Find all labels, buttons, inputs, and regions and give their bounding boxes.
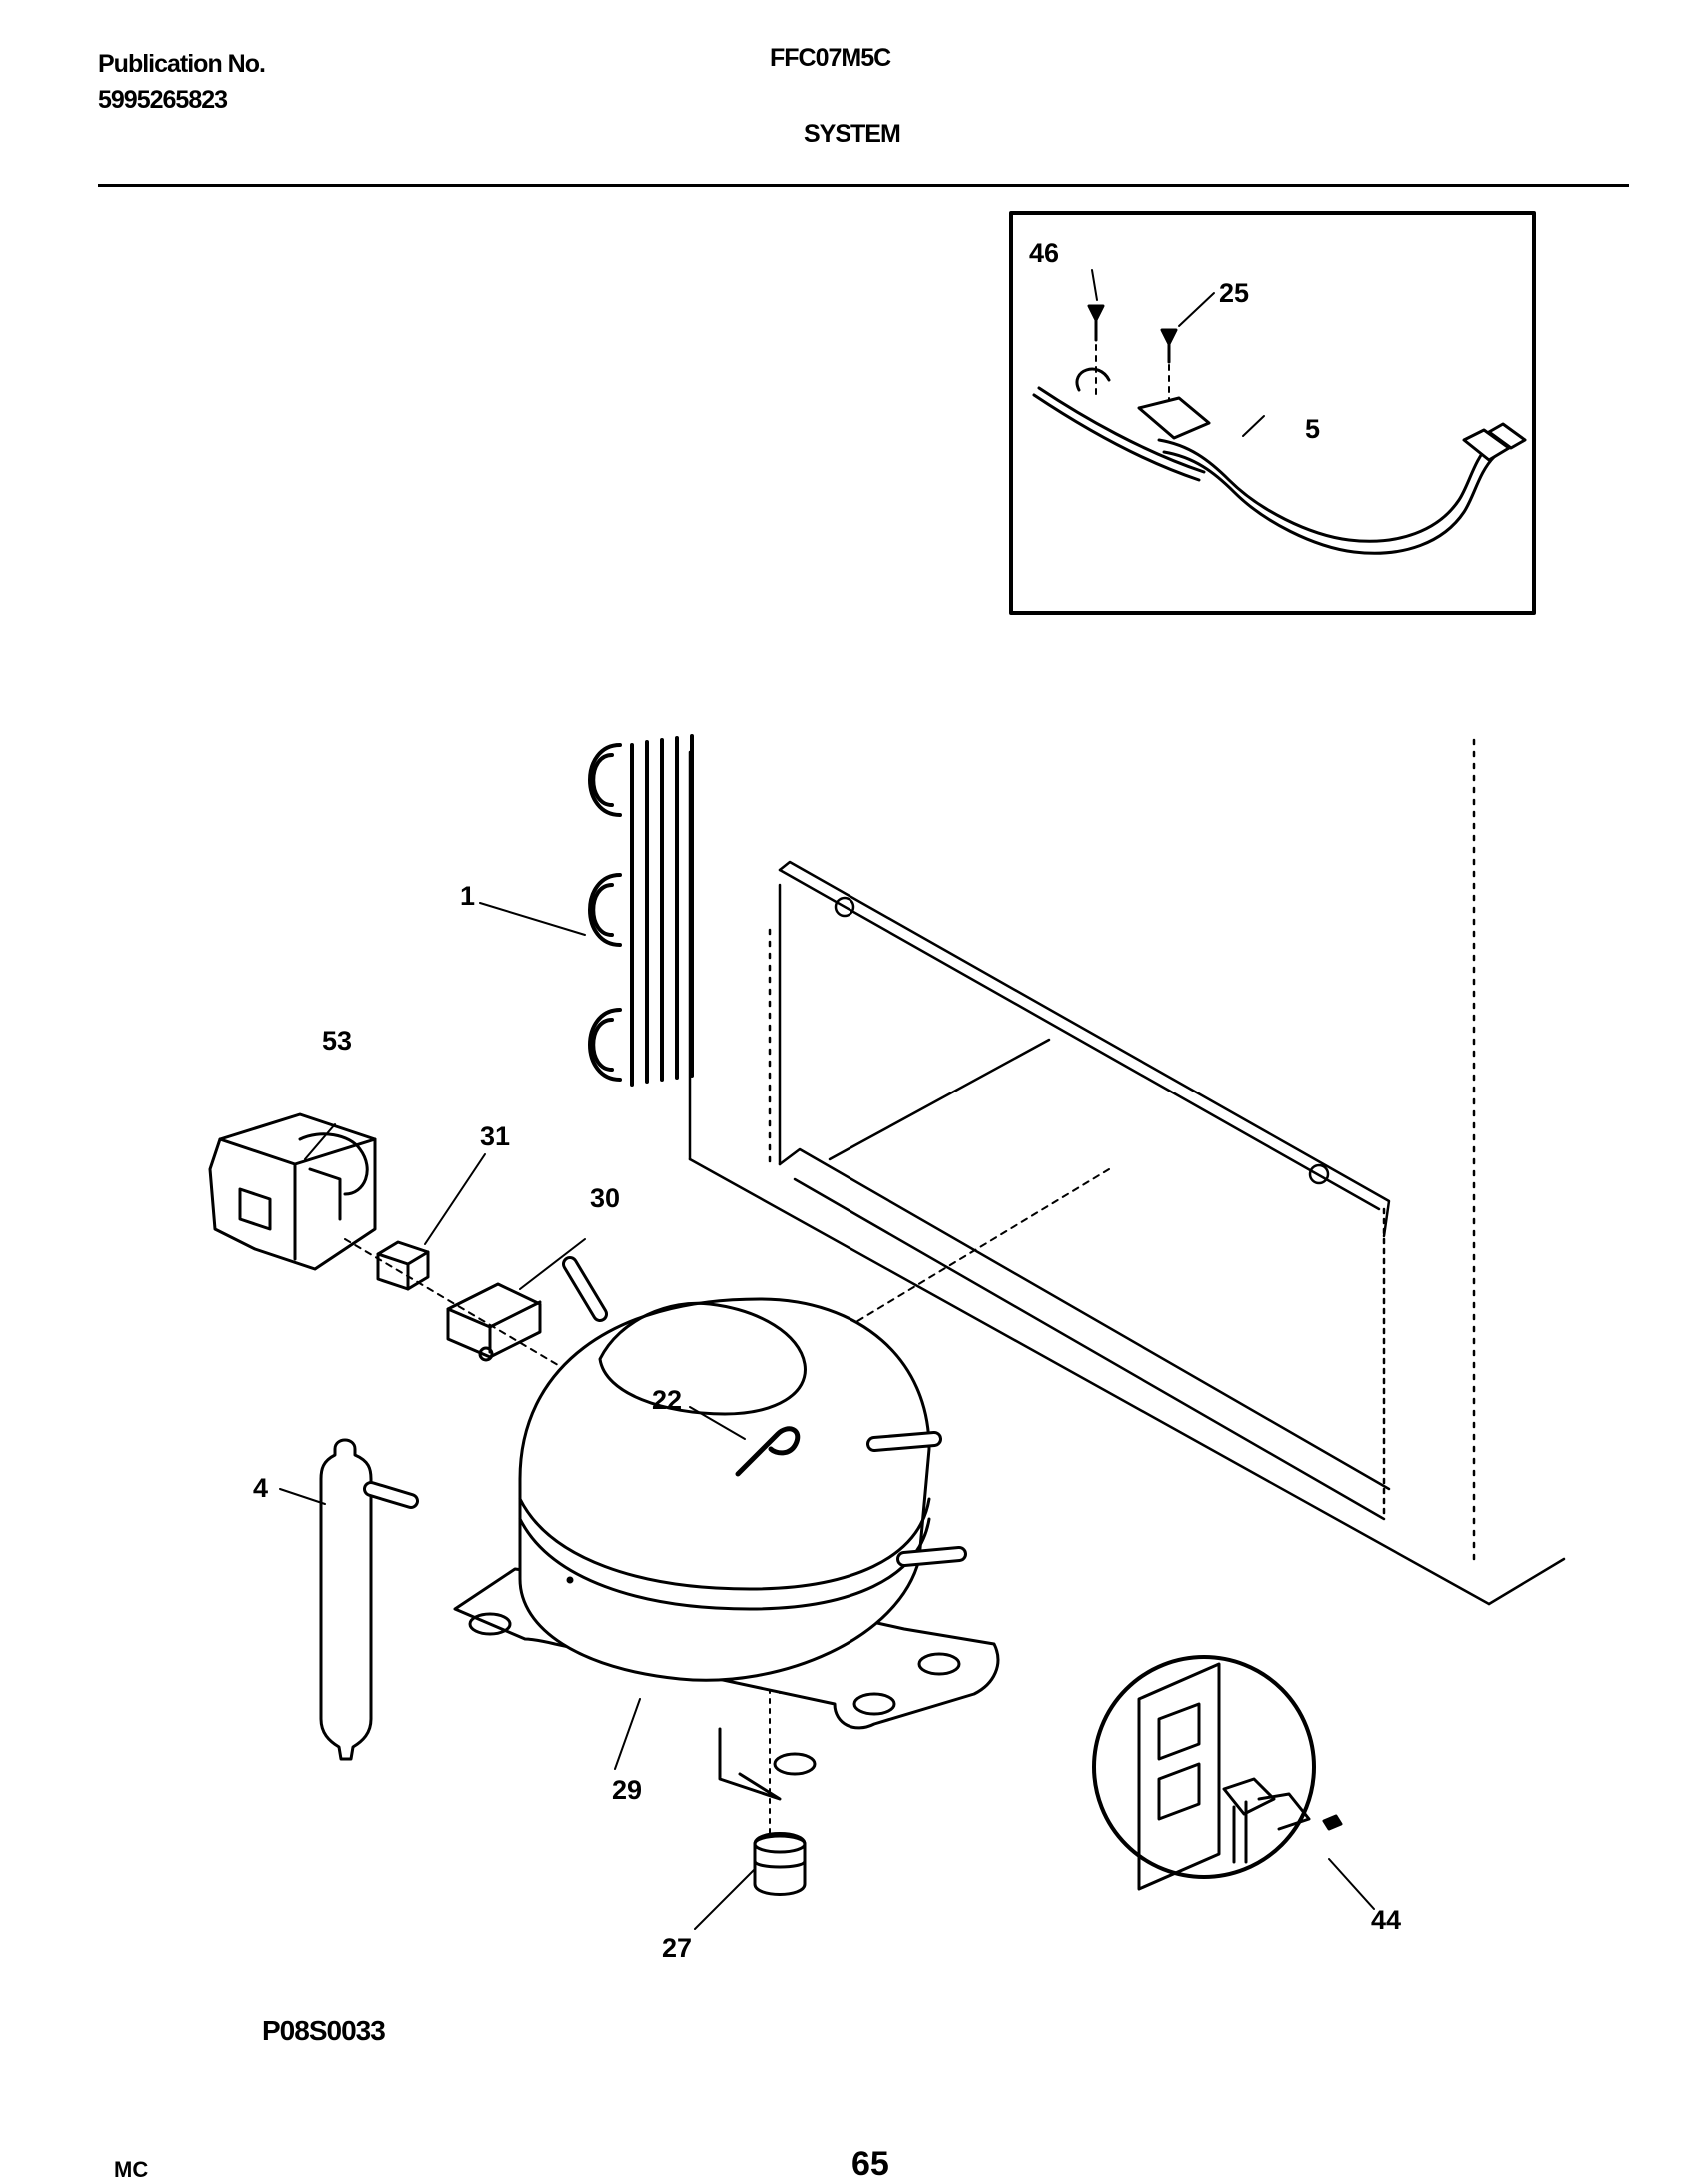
callout-1: 1 bbox=[460, 881, 475, 911]
relay-overload-53 bbox=[208, 1112, 377, 1271]
publication-label: Publication No. bbox=[98, 50, 266, 78]
page-number: 65 bbox=[851, 2145, 889, 2183]
callout-27: 27 bbox=[662, 1933, 692, 1963]
relay-30 bbox=[446, 1282, 542, 1362]
callout-31: 31 bbox=[480, 1121, 510, 1151]
figure-code: P08S0033 bbox=[262, 2015, 386, 2046]
callout-29: 29 bbox=[612, 1775, 642, 1805]
callout-30: 30 bbox=[590, 1183, 620, 1213]
inset-power-cord-detail bbox=[1009, 211, 1536, 615]
section-title: SYSTEM bbox=[804, 120, 901, 148]
callout-5: 5 bbox=[1305, 414, 1320, 444]
publication-number: 5995265823 bbox=[98, 86, 228, 114]
condenser-coil bbox=[588, 734, 694, 1087]
callout-22: 22 bbox=[652, 1385, 682, 1415]
wall-outlet-detail-44 bbox=[1092, 1655, 1343, 1891]
hairpin-clip-22 bbox=[735, 1426, 801, 1477]
footer-left-text: MC bbox=[114, 2157, 149, 2182]
callout-25: 25 bbox=[1219, 278, 1249, 308]
screw-46-icon bbox=[1087, 304, 1105, 342]
power-cord bbox=[1032, 367, 1527, 555]
compressor-29 bbox=[453, 1256, 1000, 1801]
callout-46: 46 bbox=[1029, 238, 1059, 268]
freezer-cabinet-outline bbox=[688, 738, 1566, 1606]
grommet-27 bbox=[753, 1832, 807, 1896]
callout-4: 4 bbox=[253, 1473, 268, 1503]
model-number: FFC07M5C bbox=[770, 44, 891, 72]
callout-53: 53 bbox=[322, 1026, 352, 1056]
connector-31 bbox=[376, 1240, 430, 1291]
filter-drier-4 bbox=[319, 1438, 419, 1761]
screw-25-icon bbox=[1160, 328, 1178, 364]
callout-44: 44 bbox=[1371, 1905, 1401, 1935]
header-divider bbox=[98, 184, 1629, 187]
